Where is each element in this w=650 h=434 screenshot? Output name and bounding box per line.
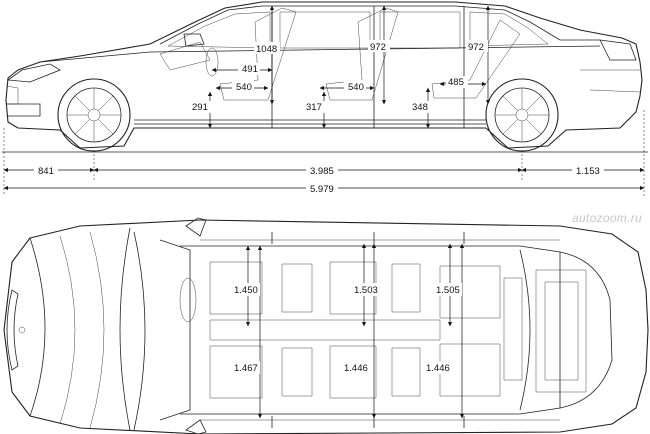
- seat-depth-driver-label: 491: [242, 64, 258, 75]
- headroom-rear-label: 972: [468, 42, 484, 53]
- seat-depth-front-label: 540: [236, 82, 252, 93]
- hip-width-front-label: 1.467: [234, 363, 258, 374]
- headroom-middle-label: 972: [370, 42, 386, 53]
- seat-height-middle-label: 317: [306, 102, 322, 113]
- front-overhang-label: 841: [38, 166, 54, 177]
- seat-height-front-label: 291: [192, 102, 208, 113]
- top-view-car: [3, 217, 649, 434]
- hip-width-rear-label: 1.446: [426, 363, 450, 374]
- shoulder-width-middle-label: 1.503: [354, 285, 378, 296]
- seat-depth-middle-label: 540: [348, 82, 364, 93]
- side-view-car: [5, 1, 643, 152]
- seat-height-rear-label: 348: [412, 102, 428, 113]
- shoulder-width-rear-label: 1.505: [436, 285, 460, 296]
- headroom-front-label: 1048: [256, 44, 277, 55]
- seat-depth-rear-label: 485: [448, 77, 464, 88]
- rear-overhang-label: 1.153: [576, 166, 600, 177]
- watermark-text: autozoom.ru: [572, 211, 642, 225]
- overall-length-label: 5.979: [310, 184, 334, 195]
- top-view-labels: 1.450 1.503 1.505 1.467 1.446 1.446: [232, 283, 462, 374]
- top-view-dimensions: [245, 243, 465, 419]
- wheelbase-label: 3.985: [310, 166, 334, 177]
- shoulder-width-front-label: 1.450: [234, 285, 258, 296]
- side-view-labels: 1048 972 972 491 540 540 485 291 317 348…: [34, 40, 604, 195]
- hip-width-middle-label: 1.446: [344, 363, 368, 374]
